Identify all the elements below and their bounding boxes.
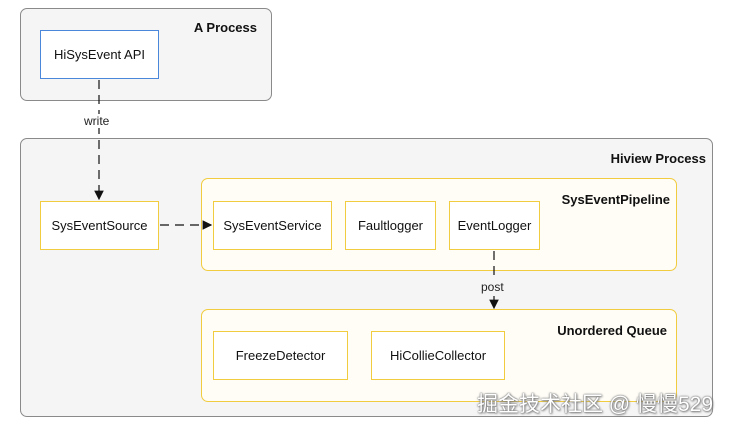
a-process-title: A Process	[193, 20, 257, 35]
sysevent-pipeline-title: SysEventPipeline	[561, 192, 670, 207]
freezedetector-node: FreezeDetector	[213, 331, 348, 380]
write-label: write	[82, 114, 112, 128]
hiview-process-title: Hiview Process	[610, 151, 706, 166]
faultlogger-node: Faultlogger	[345, 201, 436, 250]
post-label: post	[479, 280, 506, 294]
sysevent-pipeline-container: SysEventPipeline	[201, 178, 677, 271]
hisysevent-api-node: HiSysEvent API	[40, 30, 159, 79]
unordered-queue-title: Unordered Queue	[557, 323, 667, 338]
watermark-text: 掘金技术社区 @ 慢慢529	[476, 393, 713, 416]
syseventservice-node: SysEventService	[213, 201, 332, 250]
hicolliecollector-node: HiCollieCollector	[371, 331, 505, 380]
syseventsource-node: SysEventSource	[40, 201, 159, 250]
eventlogger-node: EventLogger	[449, 201, 540, 250]
